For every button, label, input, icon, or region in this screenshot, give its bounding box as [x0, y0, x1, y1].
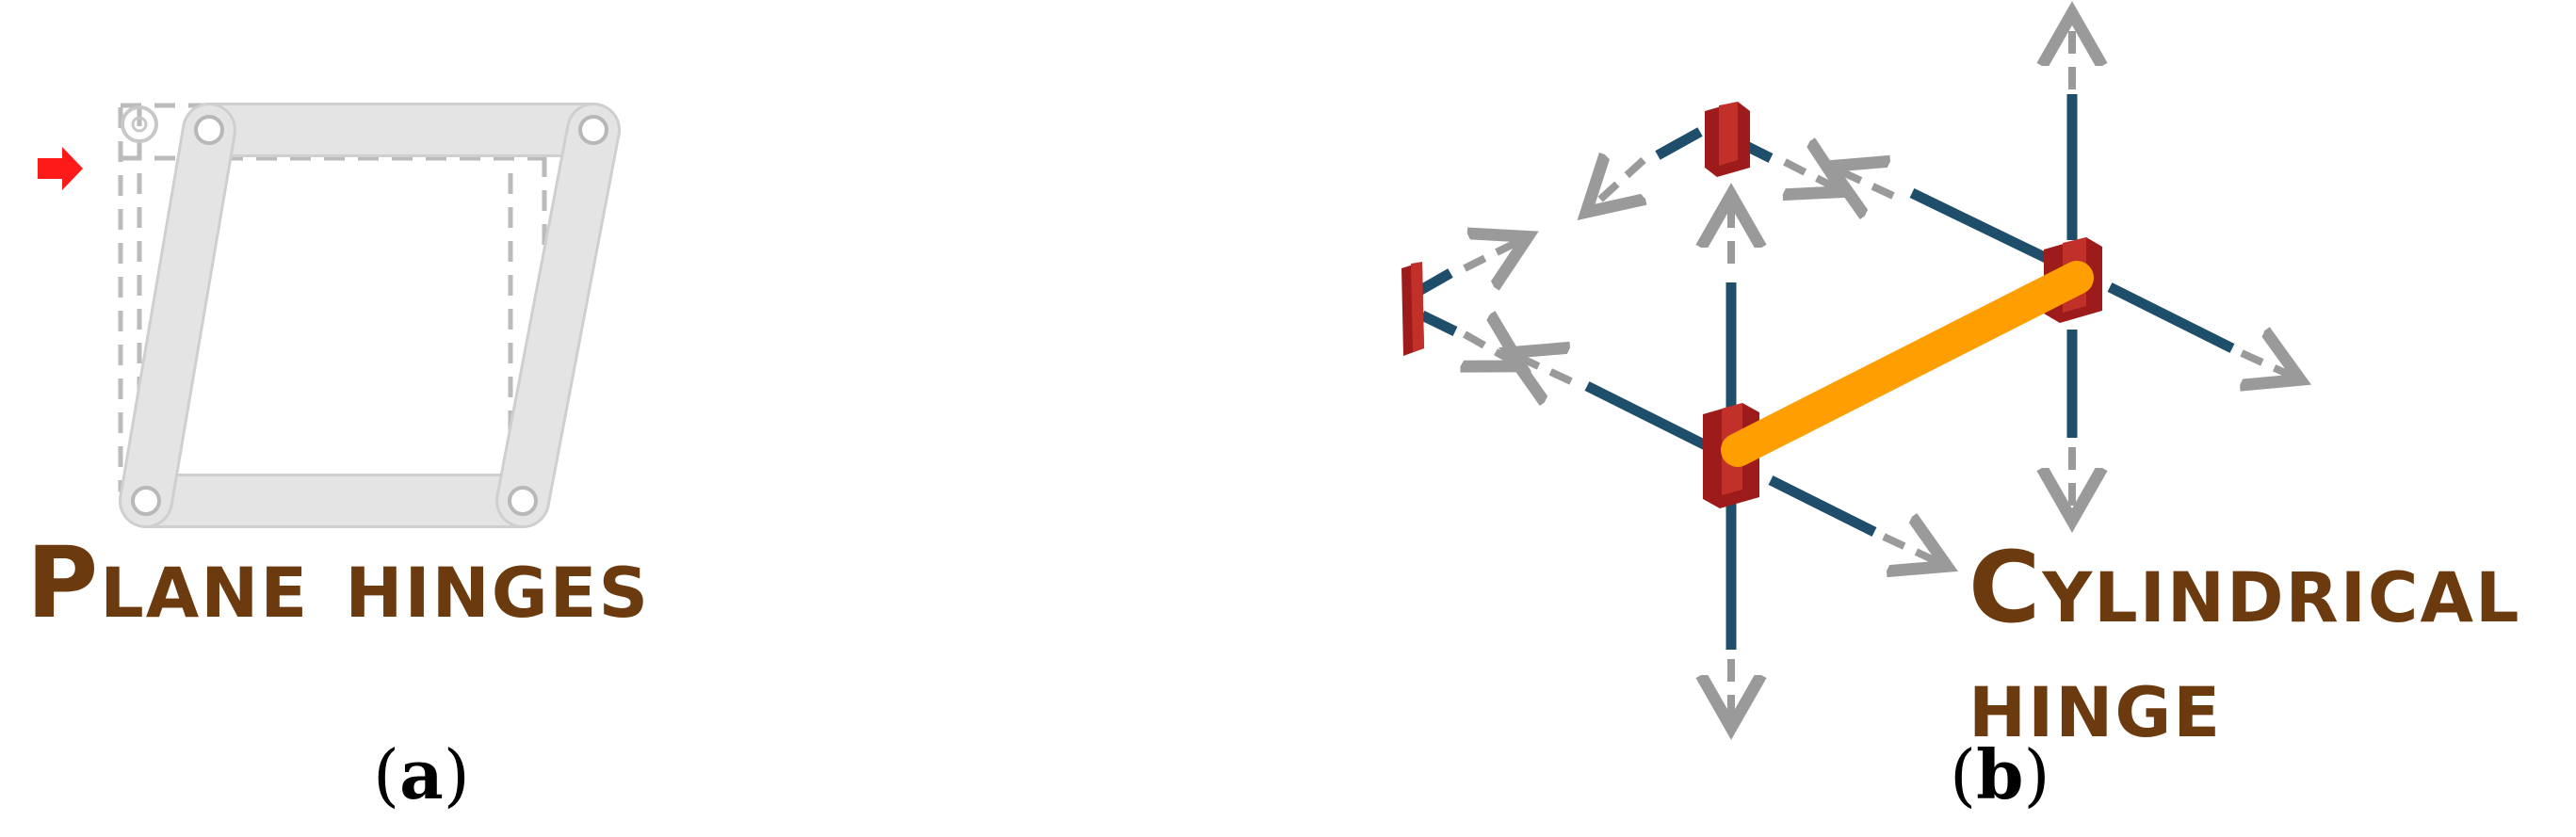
axis-top-stub: [1655, 127, 1703, 160]
right-arrow-icon: [38, 147, 83, 190]
panel-a-title: Plane hinges: [26, 525, 650, 640]
panel-b-caption: (b): [1950, 734, 2050, 814]
panel-a: Plane hinges (a): [26, 103, 650, 814]
arrow-diagonal-front-right: [1882, 537, 1940, 563]
hinge-pin-top-right: [578, 115, 608, 145]
hinge-pin-top-left: [194, 115, 224, 145]
hinge-pin-bottom-left: [131, 486, 161, 516]
axis-diagonal-back-lower: [2107, 282, 2235, 353]
axis-diagonal-back: [1909, 188, 2070, 273]
arrow-top-left: [1592, 160, 1644, 207]
axis-left-stub-2: [1419, 311, 1458, 336]
cylindrical-hinge-axis: [1721, 261, 2094, 467]
hinge-pin-bottom-right: [508, 486, 538, 516]
hinge-pins: [131, 115, 608, 516]
hinge-block-top: [1705, 102, 1750, 177]
hinged-frame: [119, 103, 621, 528]
panel-b-title-line2: hinge: [1968, 645, 2222, 760]
dashed-arrow-icon: [1465, 21, 2293, 720]
axis-diagonal-front-lower: [1768, 475, 1877, 537]
arrow-top-right: [1785, 162, 1837, 188]
arrow-left-down: [1465, 334, 1515, 362]
arrow-left-up: [1463, 240, 1521, 268]
hinge-block-left: [1401, 262, 1424, 356]
arrow-diagonal-back-right: [2242, 353, 2293, 377]
panel-b-title-line1: Cylindrical: [1968, 530, 2521, 645]
arrow-front-back-left: [1516, 356, 1573, 381]
axis-left-stub: [1415, 268, 1453, 297]
panel-a-caption: (a): [373, 734, 470, 814]
arrow-back-left: [1837, 169, 1895, 196]
panel-b: Cylindrical hinge (b): [1401, 21, 2521, 814]
